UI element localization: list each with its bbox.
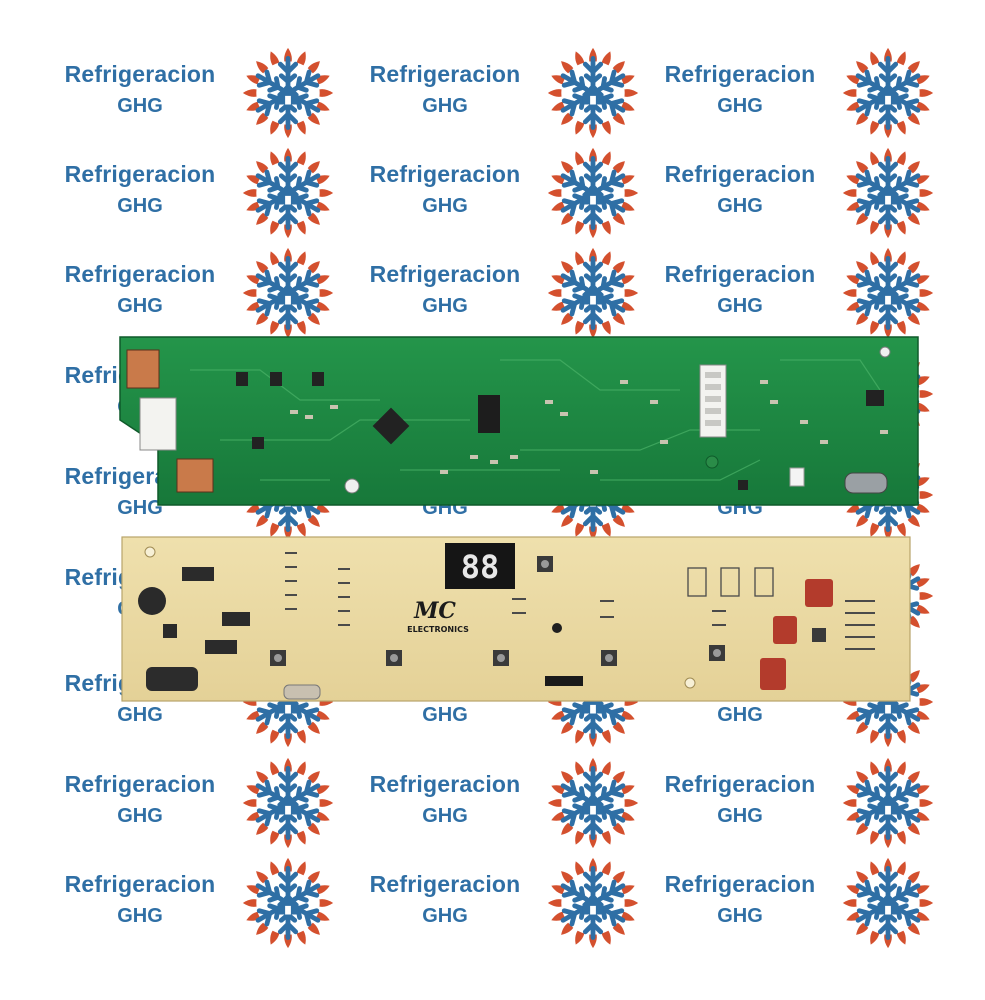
snowflake-sun-logo-icon xyxy=(842,147,934,239)
watermark-line1: Refrigeracion xyxy=(64,771,216,797)
watermark-line2: GHG xyxy=(717,704,763,726)
watermark-line1: Refrigeracion xyxy=(664,771,816,797)
watermark-line2: GHG xyxy=(422,95,468,117)
watermark-line2: GHG xyxy=(422,905,468,927)
watermark-line1: Refrigeracion xyxy=(64,261,216,287)
watermark-line1: Refrigeracion xyxy=(64,61,216,87)
watermark-line2: GHG xyxy=(117,497,163,519)
watermark-line1: Refrigeracion xyxy=(664,161,816,187)
snowflake-sun-logo-icon xyxy=(242,757,334,849)
watermark-line2: GHG xyxy=(717,905,763,927)
watermark-line2: GHG xyxy=(117,905,163,927)
watermark-line1: Refrigeracion xyxy=(664,61,816,87)
watermark-line1: Refrigeracion xyxy=(64,871,216,897)
watermark-line2: GHG xyxy=(717,295,763,317)
watermark-line1: Refrigeracion xyxy=(369,771,521,797)
green-circuit-board xyxy=(119,336,919,506)
snowflake-sun-logo-icon xyxy=(547,757,639,849)
watermark-line2: GHG xyxy=(717,805,763,827)
snowflake-sun-logo-icon xyxy=(547,147,639,239)
snowflake-sun-logo-icon xyxy=(547,857,639,949)
watermark-line2: GHG xyxy=(422,805,468,827)
snowflake-sun-logo-icon xyxy=(547,247,639,339)
snowflake-sun-logo-icon xyxy=(842,757,934,849)
snowflake-sun-logo-icon xyxy=(242,247,334,339)
watermark-line2: GHG xyxy=(422,195,468,217)
watermark-line2: GHG xyxy=(422,295,468,317)
watermark-line2: GHG xyxy=(117,195,163,217)
watermark-line1: Refrigeracion xyxy=(64,161,216,187)
snowflake-sun-logo-icon xyxy=(842,857,934,949)
watermark-line1: Refrigeracion xyxy=(369,161,521,187)
watermark-line1: Refrigeracion xyxy=(369,261,521,287)
board-brand-text: ELECTRONICS xyxy=(407,625,469,634)
watermark-line2: GHG xyxy=(117,704,163,726)
watermark-line2: GHG xyxy=(117,805,163,827)
snowflake-sun-logo-icon xyxy=(242,47,334,139)
board-brand-logo: MC xyxy=(413,598,456,624)
watermark-line2: GHG xyxy=(717,95,763,117)
snowflake-sun-logo-icon xyxy=(842,47,934,139)
watermark-line1: Refrigeracion xyxy=(369,871,521,897)
watermark-line2: GHG xyxy=(717,195,763,217)
watermark-line2: GHG xyxy=(117,295,163,317)
beige-circuit-board: 88 MC ELECTRONICS xyxy=(121,536,911,702)
snowflake-sun-logo-icon xyxy=(547,47,639,139)
snowflake-sun-logo-icon xyxy=(842,247,934,339)
watermark-line2: GHG xyxy=(422,704,468,726)
watermark-line2: GHG xyxy=(117,95,163,117)
watermark-line1: Refrigeracion xyxy=(664,871,816,897)
watermark-line1: Refrigeracion xyxy=(664,261,816,287)
snowflake-sun-logo-icon xyxy=(242,147,334,239)
watermark-line1: Refrigeracion xyxy=(369,61,521,87)
seven-segment-display: 88 xyxy=(461,548,500,586)
snowflake-sun-logo-icon xyxy=(242,857,334,949)
